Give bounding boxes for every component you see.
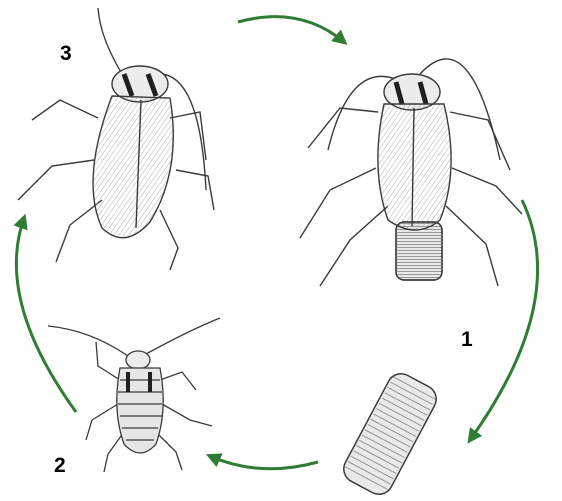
arrow-egg-case-to-nymph	[210, 456, 318, 469]
arrow-adult-to-female	[238, 17, 344, 42]
female-cockroach-with-egg-case-icon	[300, 59, 522, 286]
stage-label-1: 1	[461, 328, 473, 351]
stage-label-3: 3	[60, 42, 72, 65]
cycle-arrows	[16, 17, 537, 469]
nymph-cockroach-icon	[48, 318, 220, 472]
arrow-nymph-to-adult	[16, 218, 76, 412]
egg-case-icon	[309, 353, 471, 501]
stage-label-2: 2	[54, 454, 66, 477]
adult-cockroach-icon	[18, 8, 214, 270]
arrow-female-to-egg-case	[470, 200, 538, 440]
